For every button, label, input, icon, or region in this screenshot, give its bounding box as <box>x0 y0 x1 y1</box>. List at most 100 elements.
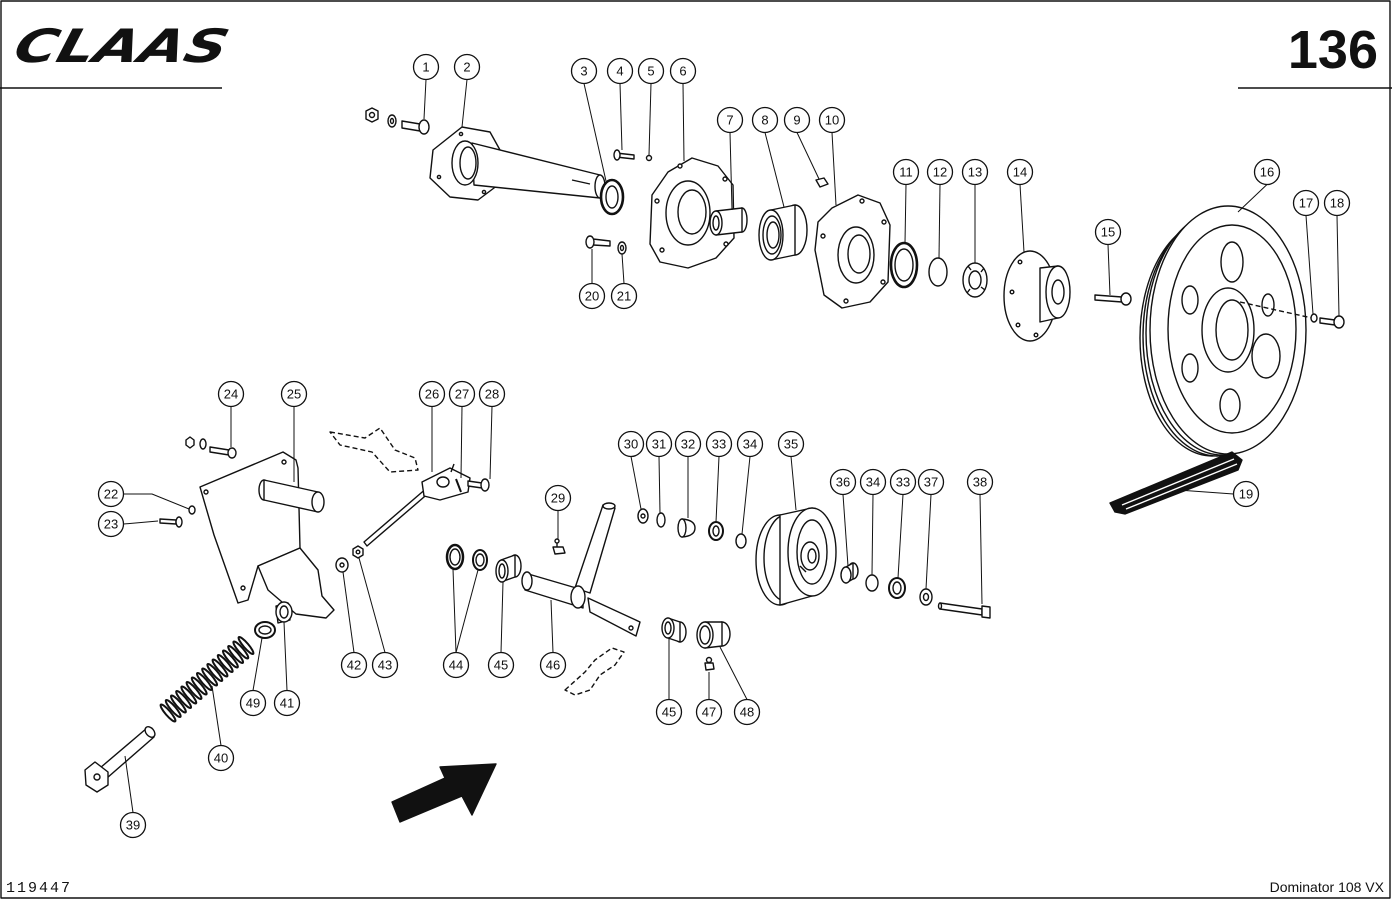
callout-4-text: 4 <box>616 64 623 79</box>
part-33-bearing-lower-ellipse <box>892 581 902 595</box>
callout-31: 31 <box>645 430 673 514</box>
callout-46-line <box>550 599 554 653</box>
part-11-seal-ring-ellipse <box>894 248 914 282</box>
part-22-washer-ellipse <box>188 505 196 515</box>
part-25-bracket-with-pin-ellipse <box>311 491 325 513</box>
callout-8: 8 <box>751 106 785 208</box>
part-23-screw-polygon <box>159 518 177 525</box>
part-20-bolt-ellipse <box>585 235 595 249</box>
part-14-hub-flange-circle <box>1015 322 1021 328</box>
part-46-lever-polygon <box>574 504 616 594</box>
spring-coil <box>195 672 213 691</box>
callout-4-line <box>619 83 623 151</box>
part-13-castle-nut-line <box>980 267 985 273</box>
part-42-washer-circle <box>339 562 345 568</box>
part-26-ball-joint-rod-line <box>450 463 455 473</box>
callout-34-upper: 34 <box>736 430 764 535</box>
callout-3-line <box>583 83 607 182</box>
callout-18-text: 18 <box>1330 196 1344 211</box>
part-10-flange-plate-ellipse <box>847 234 871 274</box>
part-15-bolt <box>1094 292 1132 306</box>
callout-24-text: 24 <box>224 387 238 402</box>
callout-11: 11 <box>892 158 920 244</box>
callout-34-upper-text: 34 <box>743 437 757 452</box>
part-34-ring-upper-ellipse <box>735 533 747 549</box>
part-28-bolt-ellipse <box>480 478 490 492</box>
part-10-flange-plate-circle <box>843 298 849 304</box>
callout-11-text: 11 <box>899 165 913 180</box>
callout-34-upper-line <box>741 456 751 535</box>
part-25-bracket-with-pin-circle <box>281 459 287 465</box>
callout-40-line <box>211 685 222 746</box>
callout-28-circle <box>478 380 506 408</box>
part-12-retaining-ring-ellipse <box>928 257 948 287</box>
callout-44-text: 44 <box>449 658 463 673</box>
callout-30-line <box>630 456 642 510</box>
part-2-flange-shaft-ellipse <box>459 146 477 180</box>
callout-38-line <box>979 494 983 605</box>
spring-coil <box>185 681 203 700</box>
callout-42-text: 42 <box>347 658 361 673</box>
callout-2-text: 2 <box>463 60 470 75</box>
callout-33-lower: 33 <box>889 468 917 579</box>
part-6-bearing-housing-circle <box>654 198 660 204</box>
callout-37: 37 <box>917 468 945 590</box>
callout-18: 18 <box>1323 189 1351 317</box>
callout-28-line <box>489 406 493 480</box>
callout-21: 21 <box>610 253 638 310</box>
callout-35-circle <box>777 430 805 458</box>
callout-33-upper-circle <box>705 430 733 458</box>
part-32-cap <box>677 518 696 538</box>
callout-45-upper: 45 <box>487 581 515 679</box>
part-45-bush-lower-ellipse <box>664 621 672 635</box>
callout-10-line <box>831 132 837 206</box>
part-46-lever <box>521 502 641 637</box>
callout-38: 38 <box>966 468 994 605</box>
callout-43-circle <box>371 651 399 679</box>
part-16-v-belt-pulley-ellipse <box>1181 353 1199 383</box>
callout-13: 13 <box>961 158 989 263</box>
part-20-bolt <box>585 235 611 249</box>
callout-43-text: 43 <box>378 658 392 673</box>
part-24-screw-nut-washer-ellipse <box>227 447 237 459</box>
callout-32-circle <box>674 430 702 458</box>
part-33-bearing-lower <box>888 577 906 599</box>
part-35-tension-pulley <box>755 507 837 606</box>
part-2-flange-shaft-circle <box>436 174 442 180</box>
part-40-compression-spring <box>159 636 255 723</box>
callout-14-line <box>1019 184 1025 253</box>
callout-44-line <box>452 568 457 653</box>
part-49-washer <box>254 621 276 639</box>
callout-33-upper-line <box>715 456 720 523</box>
part-37-nut <box>919 588 933 606</box>
part-1-bolt-nut-washer-ellipse <box>389 117 395 125</box>
part-46-lever-ellipse <box>570 585 586 609</box>
callout-33-lower-text: 33 <box>896 475 910 490</box>
spring-coil <box>216 654 234 673</box>
callout-1-circle <box>412 53 440 81</box>
part-30-nut-circle <box>640 513 646 519</box>
part-34-ring-lower <box>865 574 879 592</box>
callout-6-circle <box>669 57 697 85</box>
callout-18-line <box>1336 215 1340 317</box>
callout-36-circle <box>829 468 857 496</box>
direction-arrow-polygon <box>391 763 497 823</box>
callout-39: 39 <box>119 755 147 839</box>
part-29-grease-nipple <box>552 538 566 555</box>
part-16-v-belt-pulley-ellipse <box>1181 285 1199 315</box>
callout-31-circle <box>645 430 673 458</box>
part-16-v-belt-pulley-ellipse <box>1251 333 1281 379</box>
callout-19-line <box>1177 489 1234 495</box>
callout-34-lower-line <box>871 494 874 576</box>
part-39-pin-circle <box>93 773 101 781</box>
direction-arrow <box>391 763 497 823</box>
callout-27-line <box>460 406 463 479</box>
part-38-bolt-ellipse <box>937 602 943 610</box>
part-6-bearing-housing <box>649 157 735 269</box>
callout-41-circle <box>273 689 301 717</box>
part-25-bracket-with-pin-circle <box>203 489 209 495</box>
part-3-seal-ring-ellipse <box>605 185 619 209</box>
part-1-bolt-nut-washer-polygon <box>401 120 421 132</box>
callout-48-text: 48 <box>740 705 754 720</box>
